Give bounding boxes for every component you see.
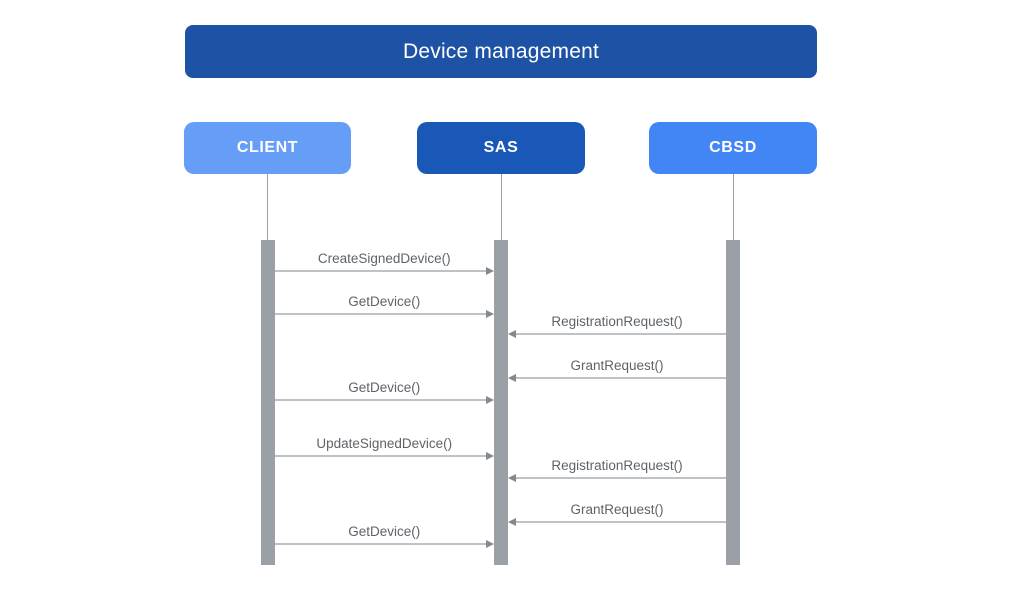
message-label: GetDevice() (348, 380, 421, 395)
message-label: GetDevice() (348, 294, 421, 309)
message-row: CreateSignedDevice() (274, 251, 494, 275)
activation-bar-client (260, 240, 275, 565)
message-row: GetDevice() (274, 294, 494, 318)
message-row: RegistrationRequest() (508, 314, 726, 338)
message-row: GrantRequest() (508, 502, 726, 526)
message-label: CreateSignedDevice() (317, 251, 451, 266)
arrowhead-icon (508, 518, 516, 526)
message-arrow-line (274, 399, 488, 401)
diagram-title: Device management (403, 39, 599, 63)
message-row: RegistrationRequest() (508, 458, 726, 482)
actor-label: SAS (483, 139, 519, 156)
actor-label: CLIENT (236, 139, 299, 156)
arrowhead-icon (508, 474, 516, 482)
message-arrow-line (274, 455, 488, 457)
message-row: GetDevice() (274, 380, 494, 404)
actor-sas: SAS (417, 122, 585, 174)
activation-bar-cbsd (726, 240, 740, 565)
actor-client: CLIENT (184, 122, 351, 174)
message-label: UpdateSignedDevice() (316, 436, 453, 451)
diagram-title-bar: Device management (185, 25, 817, 78)
lifeline-sas (500, 174, 502, 240)
message-label: RegistrationRequest() (551, 314, 683, 329)
actor-label: CBSD (709, 139, 757, 156)
message-row: GrantRequest() (508, 358, 726, 382)
activation-bar-sas (494, 240, 508, 565)
message-arrow-line (274, 543, 488, 545)
message-row: GetDevice() (274, 524, 494, 548)
message-arrow-line (274, 270, 488, 272)
arrowhead-icon (486, 540, 494, 548)
message-arrow-line (514, 377, 726, 379)
message-label: GetDevice() (348, 524, 421, 539)
arrowhead-icon (508, 374, 516, 382)
arrowhead-icon (486, 396, 494, 404)
arrowhead-icon (486, 267, 494, 275)
arrowhead-icon (486, 310, 494, 318)
message-arrow-line (514, 477, 726, 479)
message-arrow-line (514, 333, 726, 335)
message-arrow-line (274, 313, 488, 315)
message-label: RegistrationRequest() (551, 458, 683, 473)
message-label: GrantRequest() (570, 502, 664, 517)
message-label: GrantRequest() (570, 358, 664, 373)
lifeline-client (267, 174, 268, 240)
actor-cbsd: CBSD (649, 122, 817, 174)
message-arrow-line (514, 521, 726, 523)
arrowhead-icon (486, 452, 494, 460)
arrowhead-icon (508, 330, 516, 338)
message-row: UpdateSignedDevice() (274, 436, 494, 460)
lifeline-cbsd (732, 174, 734, 240)
